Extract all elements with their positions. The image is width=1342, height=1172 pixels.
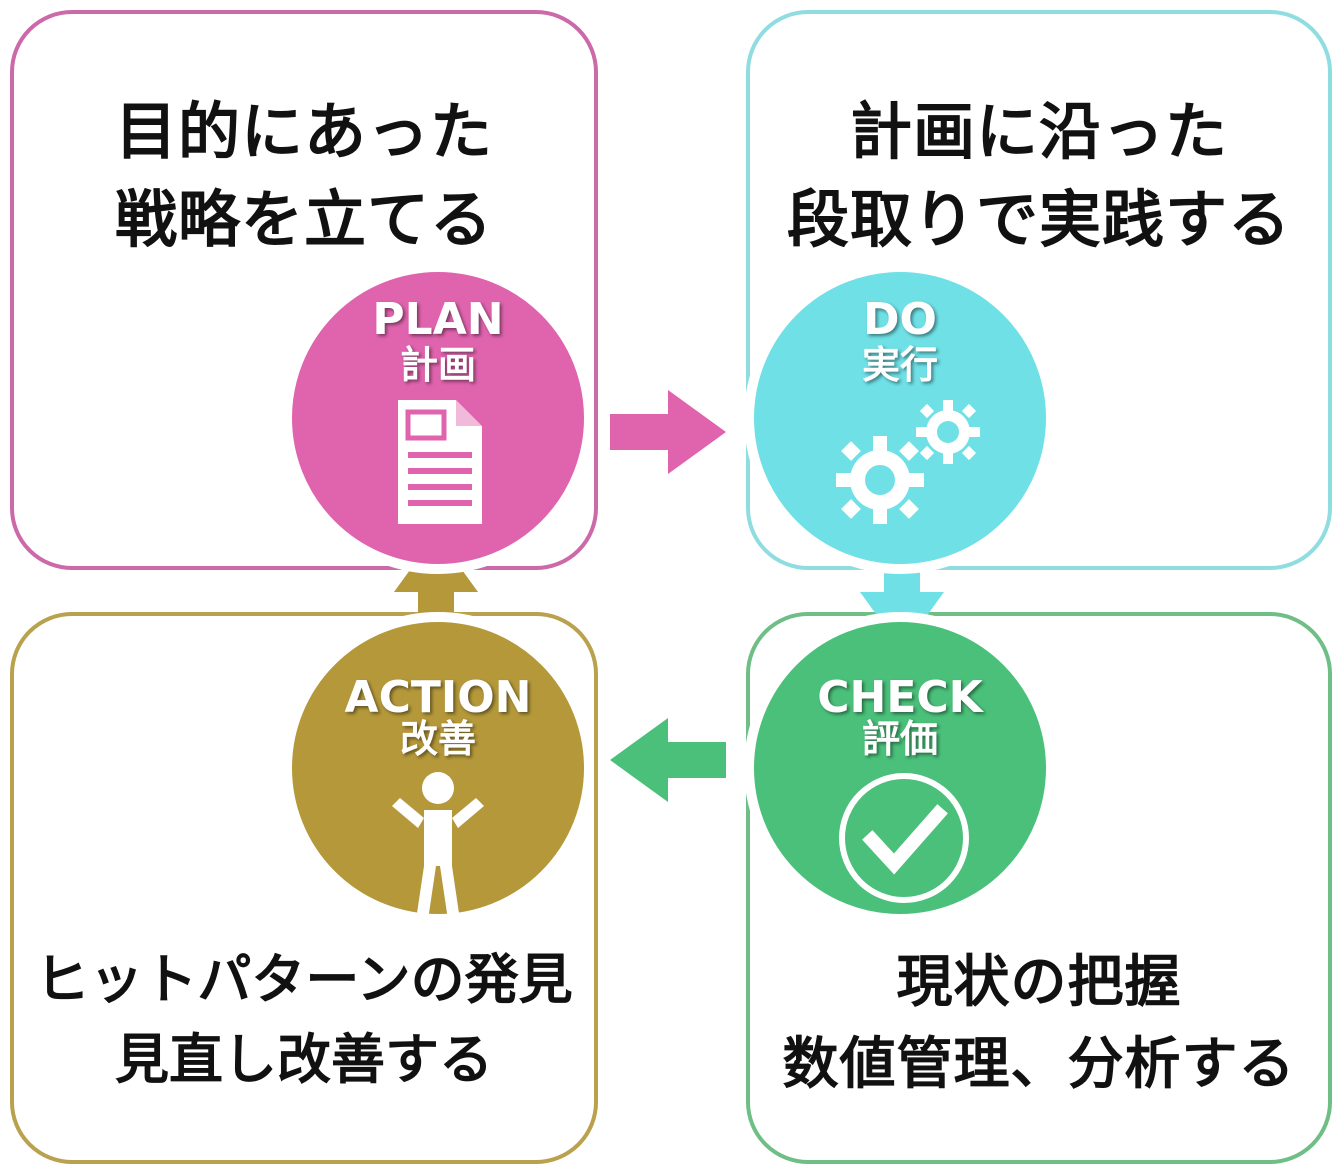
action-subtitle: 改善 <box>399 717 476 761</box>
check-title: CHECK <box>817 672 983 723</box>
arrow-check-to-action <box>610 718 726 802</box>
gears-icon <box>836 400 980 524</box>
arrow-plan-to-do <box>610 390 726 474</box>
plan-circle: PLAN 計画 <box>282 262 594 574</box>
plan-description-line: 目的にあった <box>114 95 493 168</box>
check-circle: CHECK 評価 <box>744 612 1056 924</box>
do-title: DO <box>863 294 937 345</box>
do-description: 計画に沿った 段取りで実践する <box>746 88 1332 264</box>
check-description-line: 現状の把握 <box>896 950 1182 1015</box>
plan-description: 目的にあった 戦略を立てる <box>10 88 598 264</box>
action-title: ACTION <box>344 672 532 723</box>
do-subtitle: 実行 <box>861 343 938 387</box>
check-subtitle: 評価 <box>861 717 938 761</box>
action-description-line: 見直し改善する <box>115 1028 493 1091</box>
action-description-line: ヒットパターンの発見 <box>35 948 573 1011</box>
action-circle: ACTION 改善 <box>282 612 594 924</box>
plan-subtitle: 計画 <box>399 343 476 387</box>
checkmark-circle-icon <box>839 773 969 903</box>
check-description: 現状の把握 数値管理、分析する <box>746 942 1332 1106</box>
check-description-line: 数値管理、分析する <box>782 1032 1296 1097</box>
action-description: ヒットパターンの発見 見直し改善する <box>10 940 598 1100</box>
plan-description-line: 戦略を立てる <box>114 183 493 256</box>
do-description-line: 段取りで実践する <box>786 183 1291 256</box>
person-icon <box>392 772 484 920</box>
plan-title: PLAN <box>372 294 504 345</box>
do-circle: DO 実行 <box>744 262 1056 574</box>
do-description-line: 計画に沿った <box>849 95 1228 168</box>
document-icon <box>398 400 482 524</box>
